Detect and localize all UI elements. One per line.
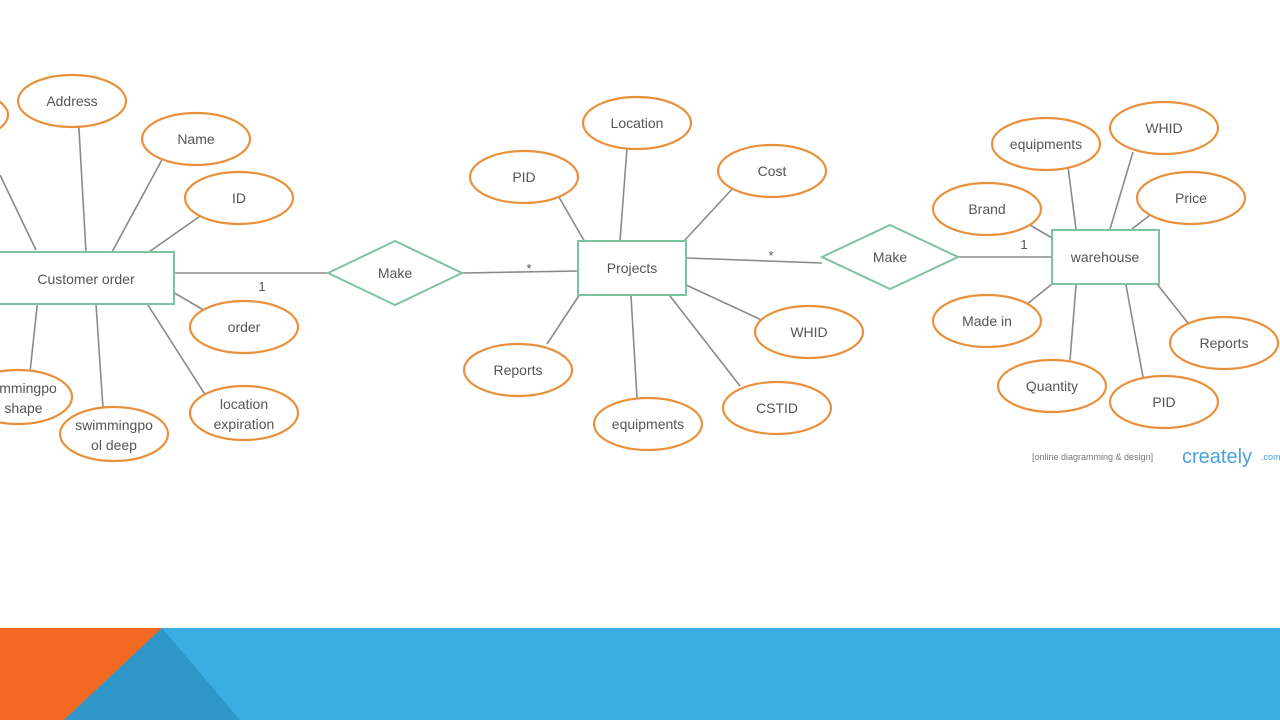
attribute-wh-reports: Reports [1168, 315, 1280, 371]
attribute-proj-whid: WHID [753, 304, 865, 360]
attribute-swimmingpool-deep: swimmingpo ol deep [58, 405, 170, 463]
attribute-location-expiration-line1: location [220, 396, 268, 412]
attribute-wh-whid: WHID [1108, 100, 1220, 156]
attribute-wh-quantity-label: Quantity [1026, 378, 1078, 394]
attribute-proj-location-label: Location [611, 115, 664, 131]
attribute-wh-made-in: Made in [931, 293, 1043, 349]
cardinality-left-many: * [526, 261, 531, 276]
cardinality-right-one: 1 [1020, 237, 1027, 252]
connector [461, 270, 581, 274]
attribute-id: ID [183, 170, 295, 226]
attribute-name-label: Name [177, 131, 215, 147]
attribute-id-label: ID [232, 190, 246, 206]
relationship-make-right-label: Make [873, 249, 907, 265]
footer-dark-accent [64, 628, 240, 720]
attribute-wh-whid-label: WHID [1145, 120, 1182, 136]
attribute-wh-quantity: Quantity [996, 358, 1108, 414]
attribute-wh-made-in-label: Made in [962, 313, 1012, 329]
attribute-swimmingpool-deep-line2: ol deep [91, 437, 137, 453]
attribute-location-expiration: location expiration [188, 384, 300, 442]
footer-orange-accent [0, 628, 162, 720]
attribute-wh-equipments-label: equipments [1010, 136, 1082, 152]
attribute-wh-price-label: Price [1175, 190, 1207, 206]
attribute-proj-cost-label: Cost [758, 163, 787, 179]
attribute-proj-pid-label: PID [512, 169, 535, 185]
attribute-proj-reports: Reports [462, 342, 574, 398]
attribute-proj-reports-label: Reports [493, 362, 542, 378]
attribute-location-expiration-line2: expiration [214, 416, 275, 432]
connector [95, 303, 104, 409]
watermark-suffix: .com [1261, 452, 1280, 462]
attribute-wh-pid-label: PID [1152, 394, 1175, 410]
connectors [0, 111, 1189, 409]
connector [145, 301, 207, 397]
attribute-swimmingpool-shape-line2: l shape [0, 400, 43, 416]
connector [1125, 284, 1144, 378]
entity-customer-order[interactable]: Customer order [0, 251, 175, 305]
connector [29, 297, 39, 373]
entity-warehouse[interactable]: warehouse [1051, 229, 1160, 285]
watermark-logo: creately [1182, 446, 1252, 468]
attribute-proj-location: Location [581, 95, 693, 151]
attribute-wh-pid: PID [1108, 374, 1220, 430]
attribute-partial [0, 100, 10, 130]
connector [1029, 224, 1053, 239]
connector [683, 283, 767, 323]
cardinality-right-many: * [768, 248, 773, 263]
connector [685, 257, 823, 264]
connector [1109, 151, 1134, 230]
connector [145, 211, 207, 255]
connector [77, 111, 87, 253]
connector [619, 147, 628, 242]
connector [546, 293, 581, 345]
attribute-wh-equipments: equipments [990, 116, 1102, 172]
attribute-proj-equipments-label: equipments [612, 416, 684, 432]
er-diagram: 1 * * 1 Address Name ID order location e… [0, 73, 1280, 468]
attribute-proj-cstid-label: CSTID [756, 400, 798, 416]
attribute-proj-cost: Cost [716, 143, 828, 199]
slide-footer-band [0, 628, 1280, 720]
creately-watermark: [online diagramming & design] creately .… [1032, 446, 1280, 468]
attribute-wh-reports-label: Reports [1199, 335, 1248, 351]
connector [111, 155, 165, 253]
watermark-tagline: [online diagramming & design] [1032, 452, 1153, 462]
entity-warehouse-label: warehouse [1070, 249, 1140, 265]
connector [630, 295, 638, 399]
attribute-wh-price: Price [1135, 170, 1247, 226]
attribute-proj-whid-label: WHID [790, 324, 827, 340]
attribute-proj-pid: PID [468, 149, 580, 205]
relationship-make-left-label: Make [378, 265, 412, 281]
attribute-wh-brand-label: Brand [968, 201, 1005, 217]
connector [1156, 283, 1189, 324]
connector [1025, 283, 1053, 306]
attribute-swimmingpool-shape-line1: mmingpo [0, 380, 57, 396]
entity-projects-label: Projects [607, 260, 658, 276]
attribute-swimmingpool-deep-line1: swimmingpo [75, 417, 153, 433]
attribute-swimmingpool-shape: mmingpo l shape [0, 368, 74, 426]
attribute-proj-equipments: equipments [592, 396, 704, 452]
relationship-make-left[interactable]: Make [325, 239, 465, 307]
connector [1067, 166, 1077, 230]
attribute-address: Address [16, 73, 128, 129]
connector [669, 295, 741, 387]
connector [683, 186, 735, 242]
connector [555, 191, 587, 245]
attribute-order: order [188, 299, 300, 355]
attribute-name: Name [140, 111, 252, 167]
attribute-proj-cstid: CSTID [721, 380, 833, 436]
relationship-make-right[interactable]: Make [819, 223, 961, 291]
attribute-wh-brand: Brand [931, 181, 1043, 237]
attribute-address-label: Address [46, 93, 97, 109]
entity-projects[interactable]: Projects [577, 240, 687, 296]
cardinality-left-one: 1 [258, 279, 265, 294]
entity-customer-order-label: Customer order [37, 271, 135, 287]
connector [1069, 284, 1077, 361]
attribute-order-label: order [228, 319, 261, 335]
connector [0, 174, 37, 251]
